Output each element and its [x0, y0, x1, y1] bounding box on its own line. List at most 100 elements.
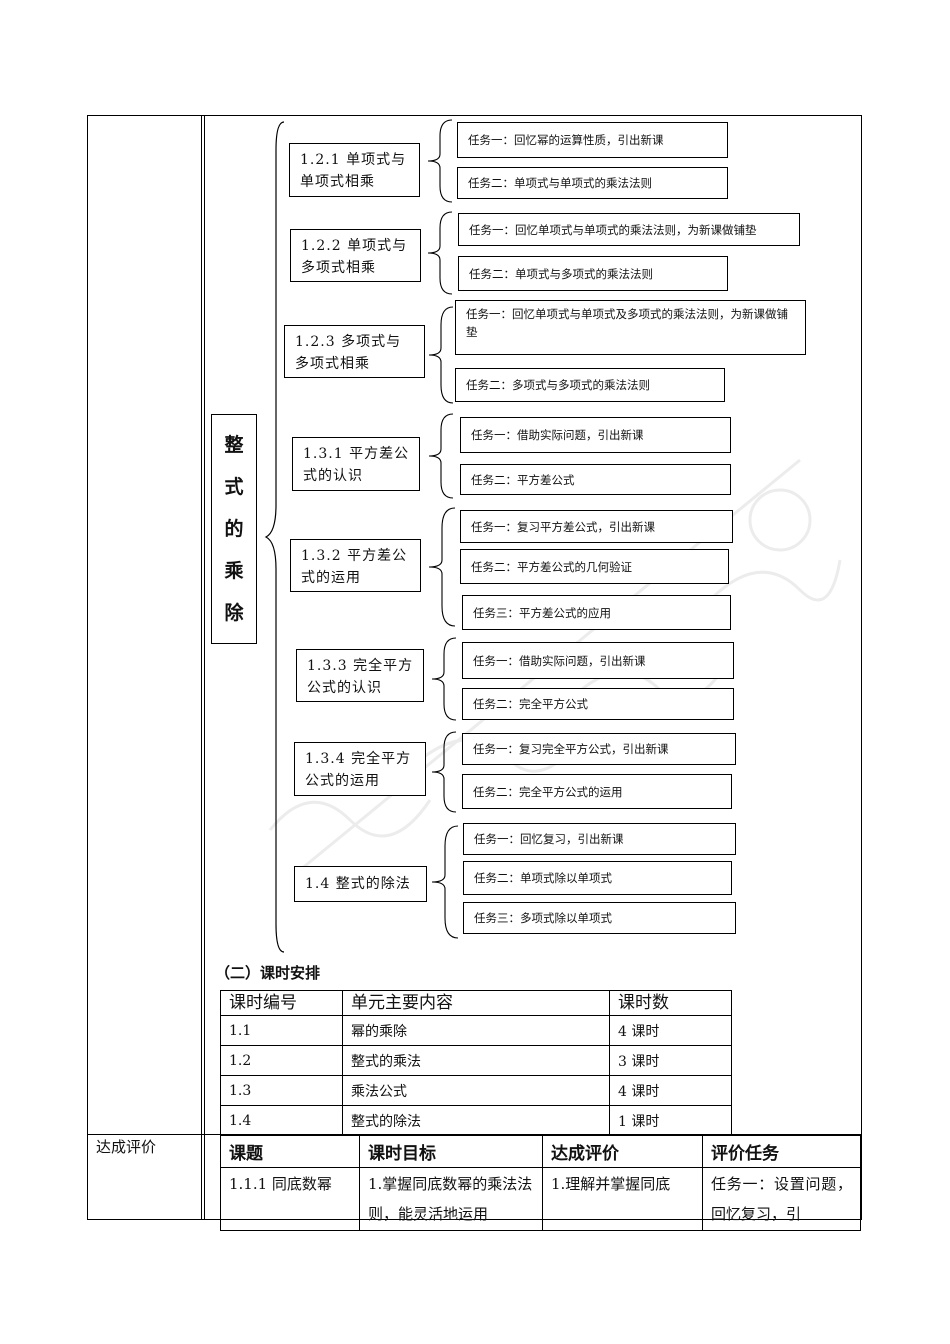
table-header-row: 课时编号 单元主要内容 课时数: [220, 990, 732, 1016]
evaluation-left-label: 达成评价: [96, 1138, 157, 1156]
task-box: 任务二：完全平方公式: [462, 688, 734, 720]
task-label: 任务二：多项式与多项式的乘法法则: [466, 378, 650, 392]
lesson-label: 1.2.1 单项式与单项式相乘: [300, 152, 407, 190]
task-box: 任务二：平方差公式: [460, 464, 731, 495]
header-cell: 课时目标: [359, 1134, 543, 1168]
task-box: 任务三：平方差公式的应用: [462, 595, 731, 630]
frame-col-divider-b: [204, 115, 205, 1220]
lesson-box-1-3-3: 1.3.3 完全平方公式的认识: [296, 649, 424, 702]
task-label: 任务二：单项式与单项式的乘法法则: [468, 176, 652, 190]
task-box: 任务三：多项式除以单项式: [463, 902, 736, 934]
table-cell: 4 课时: [609, 1015, 732, 1046]
unit-title-char: 除: [224, 602, 244, 624]
lesson-brace: [428, 413, 454, 499]
table-row: 1.1 幂的乘除 4 课时: [220, 1015, 732, 1046]
table-cell: 1.1: [220, 1015, 343, 1046]
lesson-box-1-2-1: 1.2.1 单项式与单项式相乘: [289, 143, 420, 197]
header-cell: 课题: [220, 1134, 360, 1168]
frame-col-divider-a: [201, 115, 202, 1220]
task-label: 任务一：借助实际问题，引出新课: [471, 428, 644, 442]
schedule-table: 课时编号 单元主要内容 课时数 1.1 幂的乘除 4 课时 1.2 整式的乘法 …: [220, 990, 732, 1136]
task-label: 任务二：平方差公式的几何验证: [471, 559, 632, 574]
task-box: 任务二：单项式与多项式的乘法法则: [458, 256, 728, 291]
task-label: 任务一：回忆单项式与单项式的乘法法则，为新课做铺垫: [469, 222, 757, 237]
table-cell: 整式的乘法: [342, 1045, 610, 1076]
section-title-schedule: （二）课时安排: [215, 964, 321, 982]
task-label: 任务一：回忆单项式与单项式及多项式的乘法法则，为新课做铺垫: [466, 307, 788, 339]
main-brace: [264, 121, 285, 953]
task-box: 任务二：多项式与多项式的乘法法则: [455, 368, 725, 402]
task-box: 任务二：完全平方公式的运用: [462, 774, 732, 809]
task-label: 任务一：回忆幂的运算性质，引出新课: [468, 133, 664, 147]
lesson-label: 1.2.3 多项式与多项式相乘: [295, 334, 402, 372]
header-cell: 课时编号: [220, 990, 343, 1016]
task-box: 任务二：单项式与单项式的乘法法则: [457, 167, 728, 199]
frame-row-divider: [87, 1134, 221, 1135]
lesson-label: 1.3.3 完全平方公式的认识: [307, 658, 414, 696]
task-box: 任务一：复习完全平方公式，引出新课: [462, 733, 736, 765]
table-cell: 1.理解并掌握同底: [542, 1167, 703, 1231]
task-box: 任务一：复习平方差公式，引出新课: [460, 510, 733, 543]
table-cell: 1.掌握同底数幂的乘法法则，能灵活地运用: [359, 1167, 543, 1231]
task-label: 任务二：平方差公式: [471, 472, 575, 487]
task-box: 任务一：回忆单项式与单项式的乘法法则，为新课做铺垫: [458, 213, 800, 246]
table-cell: 任务一：设置问题，回忆复习，引: [702, 1167, 861, 1231]
task-box: 任务一：回忆幂的运算性质，引出新课: [457, 122, 728, 158]
task-label: 任务二：完全平方公式: [473, 697, 588, 711]
table-cell: 1 课时: [609, 1105, 732, 1136]
table-cell: 幂的乘除: [342, 1015, 610, 1046]
lesson-label: 1.4 整式的除法: [305, 876, 411, 892]
task-label: 任务一：回忆复习，引出新课: [474, 832, 624, 846]
lesson-box-1-3-2: 1.3.2 平方差公式的运用: [290, 539, 421, 592]
header-cell: 评价任务: [702, 1134, 861, 1168]
lesson-brace: [431, 825, 459, 939]
header-cell: 课时数: [609, 990, 732, 1016]
task-label: 任务一：借助实际问题，引出新课: [473, 653, 646, 668]
lesson-brace: [427, 211, 453, 295]
table-cell: 1.4: [220, 1105, 343, 1136]
lesson-box-1-3-1: 1.3.1 平方差公式的认识: [292, 437, 420, 491]
frame-top: [87, 115, 862, 116]
lesson-box-1-3-4: 1.3.4 完全平方公式的运用: [294, 742, 426, 796]
task-box: 任务一：回忆单项式与单项式及多项式的乘法法则，为新课做铺垫: [455, 300, 806, 355]
lesson-label: 1.3.1 平方差公式的认识: [303, 446, 410, 484]
lesson-brace: [431, 637, 457, 721]
header-cell: 单元主要内容: [342, 990, 610, 1016]
table-row: 1.1.1 同底数幂 1.掌握同底数幂的乘法法则，能灵活地运用 1.理解并掌握同…: [220, 1167, 861, 1231]
lesson-box-1-2-3: 1.2.3 多项式与多项式相乘: [284, 325, 425, 378]
unit-title-char: 整: [224, 434, 244, 456]
frame-right: [861, 115, 862, 1220]
table-cell: 1.3: [220, 1075, 343, 1106]
unit-title-char: 乘: [224, 560, 244, 582]
unit-title-char: 式: [224, 476, 244, 498]
lesson-brace: [428, 306, 454, 404]
lesson-label: 1.2.2 单项式与多项式相乘: [301, 238, 408, 276]
table-row: 1.3 乘法公式 4 课时: [220, 1075, 732, 1106]
table-row: 1.4 整式的除法 1 课时: [220, 1105, 732, 1136]
lesson-brace: [431, 731, 457, 813]
table-cell: 4 课时: [609, 1075, 732, 1106]
lesson-brace: [428, 507, 456, 627]
task-box: 任务一：回忆复习，引出新课: [463, 823, 736, 855]
task-label: 任务二：单项式与多项式的乘法法则: [469, 266, 653, 281]
table-cell: 整式的除法: [342, 1105, 610, 1136]
header-cell: 达成评价: [542, 1134, 703, 1168]
lesson-label: 1.3.4 完全平方公式的运用: [305, 751, 412, 789]
evaluation-table: 课题 课时目标 达成评价 评价任务 1.1.1 同底数幂 1.掌握同底数幂的乘法…: [220, 1134, 861, 1231]
task-label: 任务一：复习平方差公式，引出新课: [471, 519, 655, 534]
task-label: 任务二：单项式除以单项式: [474, 871, 612, 885]
task-label: 任务三：平方差公式的应用: [473, 605, 611, 620]
table-cell: 乘法公式: [342, 1075, 610, 1106]
table-header-row: 课题 课时目标 达成评价 评价任务: [220, 1134, 861, 1168]
table-row: 1.2 整式的乘法 3 课时: [220, 1045, 732, 1076]
task-box: 任务二：平方差公式的几何验证: [460, 549, 729, 584]
task-label: 任务三：多项式除以单项式: [474, 911, 612, 925]
task-box: 任务一：借助实际问题，引出新课: [462, 642, 734, 679]
table-cell: 1.2: [220, 1045, 343, 1076]
unit-title-char: 的: [224, 518, 244, 540]
task-label: 任务二：完全平方公式的运用: [473, 784, 623, 799]
lesson-box-1-4: 1.4 整式的除法: [294, 866, 427, 902]
task-box: 任务二：单项式除以单项式: [463, 861, 732, 895]
lesson-brace: [427, 119, 453, 203]
table-cell: 3 课时: [609, 1045, 732, 1076]
